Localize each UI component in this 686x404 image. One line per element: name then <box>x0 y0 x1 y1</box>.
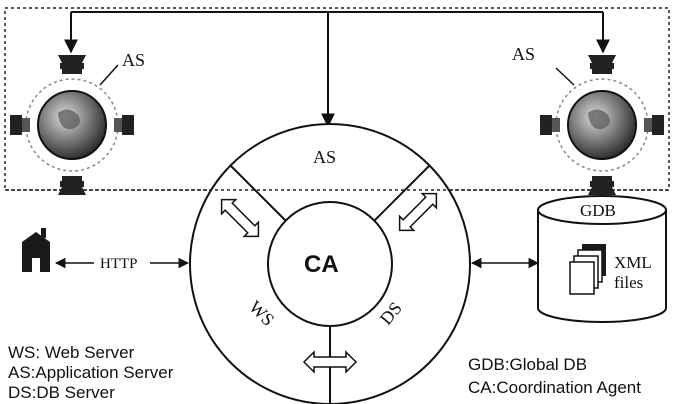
legend-right-gdb: GDB:Global DB <box>468 355 587 374</box>
files-label: files <box>614 273 643 292</box>
ca-label: CA <box>304 251 339 278</box>
legend-left-ws: WS: Web Server <box>8 343 135 362</box>
gdb-label: GDB <box>580 201 616 220</box>
as-left-pointer <box>100 65 118 85</box>
legend-right-ca: CA:Coordination Agent <box>468 378 641 397</box>
legend-left-ds: DS:DB Server <box>8 383 115 402</box>
house-icon <box>22 228 50 272</box>
as-left-label: AS <box>122 50 145 70</box>
as-right-pointer <box>556 68 574 85</box>
as-ring-label: AS <box>313 147 336 167</box>
as-right-label: AS <box>512 44 535 64</box>
legend-left: WS: Web Server AS:Application Server DS:… <box>8 343 174 402</box>
legend-left-as: AS:Application Server <box>8 363 174 382</box>
xml-label: XML <box>614 253 652 272</box>
top-connectors <box>71 12 603 126</box>
http-label: HTTP <box>100 256 138 272</box>
app-server-globe-icon <box>10 55 134 195</box>
app-server-globe-icon <box>540 55 664 195</box>
legend-right: GDB:Global DB CA:Coordination Agent <box>468 355 641 397</box>
